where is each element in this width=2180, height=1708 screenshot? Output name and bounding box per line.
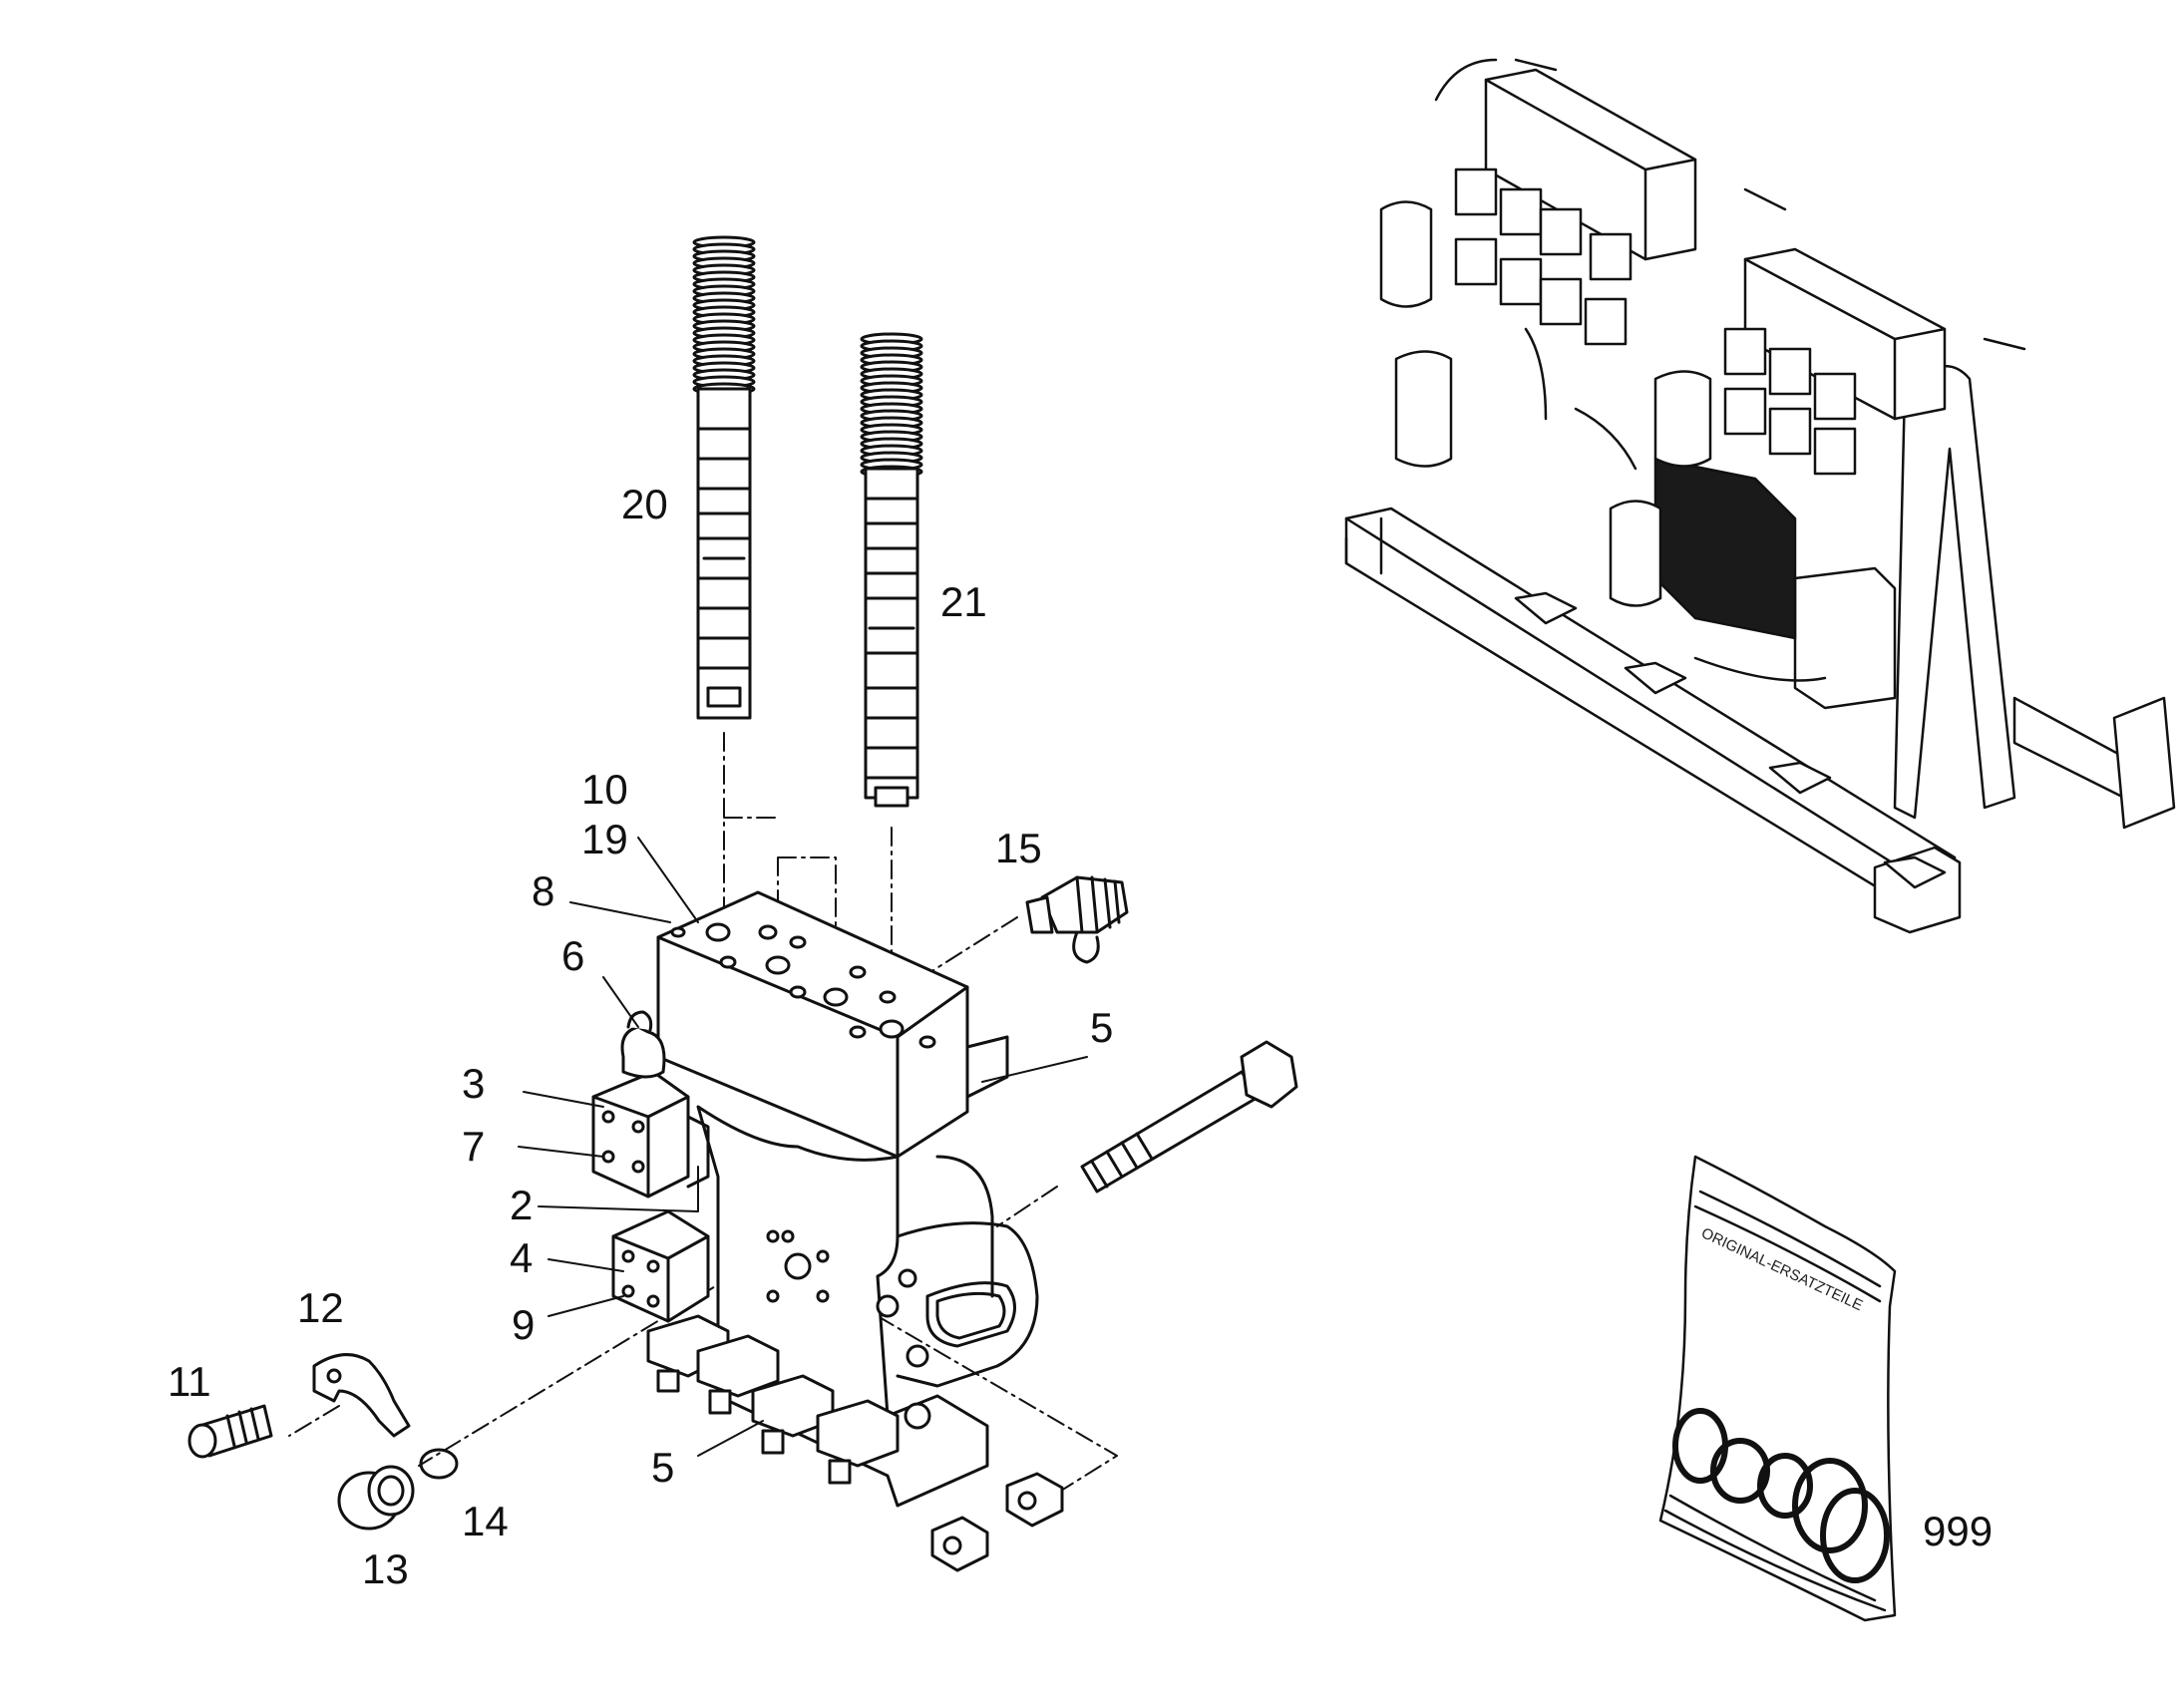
callout-4: 4 [510,1234,534,1281]
callout-20: 20 [621,481,668,527]
callout-999: 999 [1923,1508,1994,1554]
callout-8: 8 [532,867,555,914]
oring-14 [419,1448,459,1480]
stud-21 [860,332,923,808]
callout-15: 15 [995,825,1042,871]
callout-9: 9 [512,1301,536,1348]
callout-6: 6 [561,932,585,979]
connectors-5 [646,1314,900,1485]
clamp-12 [312,1353,411,1438]
callout-5-lower: 5 [651,1444,675,1491]
nuts [930,1472,1064,1572]
callout-12: 12 [297,1284,344,1331]
callout-5-upper: 5 [1090,1004,1114,1051]
screw-11 [187,1404,273,1459]
plug-13 [337,1465,415,1531]
manifold-block [656,890,1009,1159]
spare-parts-bag [1658,1155,1897,1622]
callout-13: 13 [362,1545,409,1592]
callout-21: 21 [940,578,987,625]
center-lines [288,732,1118,1551]
callout-7: 7 [462,1123,486,1170]
callout-11: 11 [168,1358,211,1405]
callout-2: 2 [510,1182,534,1228]
fitting-15 [1025,875,1129,964]
bolt [1080,1040,1298,1194]
callout-14: 14 [462,1498,509,1544]
solenoid-3 [591,1010,710,1198]
callout-3: 3 [462,1060,486,1107]
solenoid-4 [611,1209,710,1323]
callout-10: 10 [581,766,628,813]
leader-lines [518,837,1088,1457]
frame-assembly-overview [1344,58,2176,934]
stud-20 [692,235,756,720]
callout-19: 19 [581,816,628,862]
